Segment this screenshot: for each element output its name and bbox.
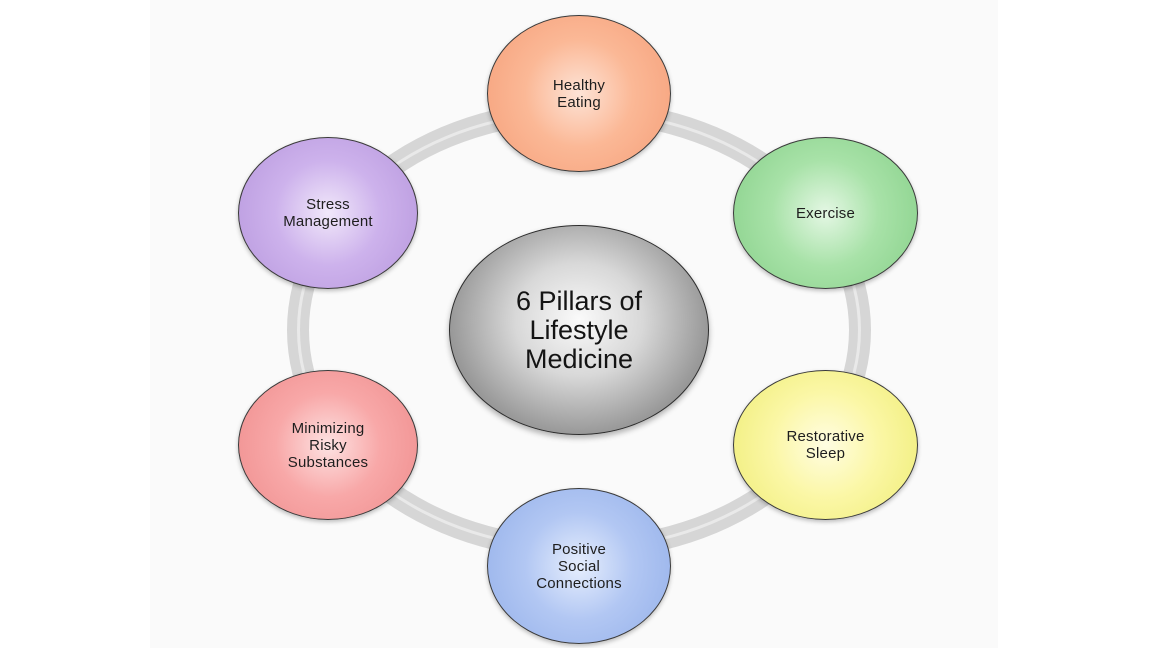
pillar-label: Restorative Sleep <box>786 428 865 462</box>
pillar-exercise: Exercise <box>733 137 918 289</box>
pillar-label: Exercise <box>795 204 856 222</box>
pillar-label: Minimizing Risky Substances <box>287 419 369 471</box>
pillar-label: Positive Social Connections <box>536 540 622 592</box>
pillar-restorative-sleep: Restorative Sleep <box>733 370 918 520</box>
pillar-stress-management: Stress Management <box>238 137 418 289</box>
diagram-title: 6 Pillars of Lifestyle Medicine <box>515 285 643 374</box>
center-circle: 6 Pillars of Lifestyle Medicine <box>449 225 709 435</box>
pillar-label: Healthy Eating <box>552 76 606 111</box>
pillar-positive-social-connections: Positive Social Connections <box>487 488 671 644</box>
pillar-healthy-eating: Healthy Eating <box>487 15 671 172</box>
pillar-minimizing-risky-substances: Minimizing Risky Substances <box>238 370 418 520</box>
pillar-label: Stress Management <box>283 196 373 230</box>
